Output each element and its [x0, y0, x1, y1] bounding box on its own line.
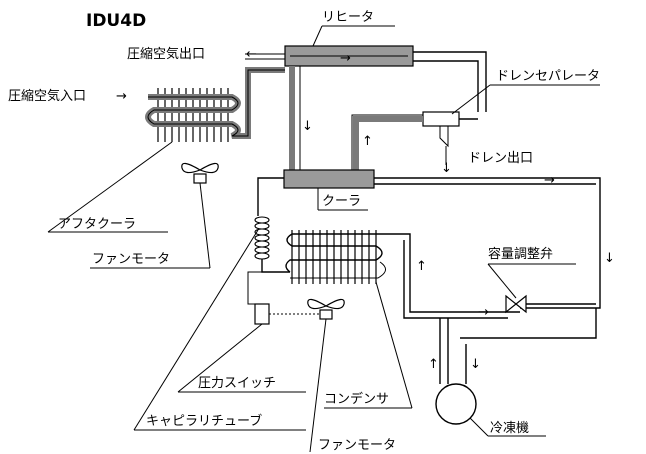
cooler-block: [283, 169, 375, 189]
reheater-flow-arrow: →: [340, 51, 351, 66]
capillary-tube-label: キャピラリチューブ: [146, 413, 262, 429]
flow-right-arrow: →: [478, 305, 489, 320]
drain-separator-body: [422, 111, 460, 127]
aftercooler-label: アフタクーラ: [58, 217, 136, 232]
condenser-fins: [291, 230, 377, 284]
compressor-down-arrow: ↓: [470, 357, 481, 372]
fan-motor-2-icon: [307, 298, 345, 320]
reheater-label: リヒータ: [322, 10, 374, 25]
cooler-up-arrow: ↑: [362, 134, 373, 149]
capillary-coil: [254, 216, 270, 260]
fan-motor-1-label: ファンモータ: [92, 252, 170, 267]
refrigerator-body: [435, 383, 477, 425]
inlet-arrow: →: [116, 89, 127, 104]
capacity-valve-icon: [505, 294, 527, 314]
compressor-up-arrow: ↑: [428, 357, 439, 372]
loop-down-arrow: ↓: [604, 251, 615, 266]
cooler-label: クーラ: [322, 194, 361, 209]
capacity-valve-label: 容量調整弁: [488, 246, 553, 262]
condenser-up-arrow: ↑: [416, 259, 427, 274]
fan-motor-2-label: ファンモータ: [318, 438, 396, 453]
compressed-air-inlet-label: 圧縮空気入口: [8, 88, 86, 104]
pressure-switch-icon: [254, 303, 270, 325]
cooler-down-arrow: ↓: [302, 119, 313, 134]
loop-right-arrow: →: [544, 173, 555, 188]
outlet-arrow: ←: [246, 47, 257, 62]
refrigerator-label: 冷凍機: [490, 420, 529, 436]
fan-motor-1-icon: [181, 162, 219, 184]
pressure-switch-label: 圧力スイッチ: [198, 376, 276, 391]
compressed-air-outlet-label: 圧縮空気出口: [127, 46, 205, 62]
drain-outlet-arrow: ↓: [441, 161, 452, 176]
drain-separator-label: ドレンセパレータ: [496, 69, 600, 84]
condenser-coil: [285, 233, 520, 313]
condenser-label: コンデンサ: [324, 391, 389, 407]
drain-outlet-label: ドレン出口: [468, 151, 533, 166]
diagram-title: IDU4D: [86, 11, 146, 31]
aftercooler-coil: [145, 67, 285, 139]
